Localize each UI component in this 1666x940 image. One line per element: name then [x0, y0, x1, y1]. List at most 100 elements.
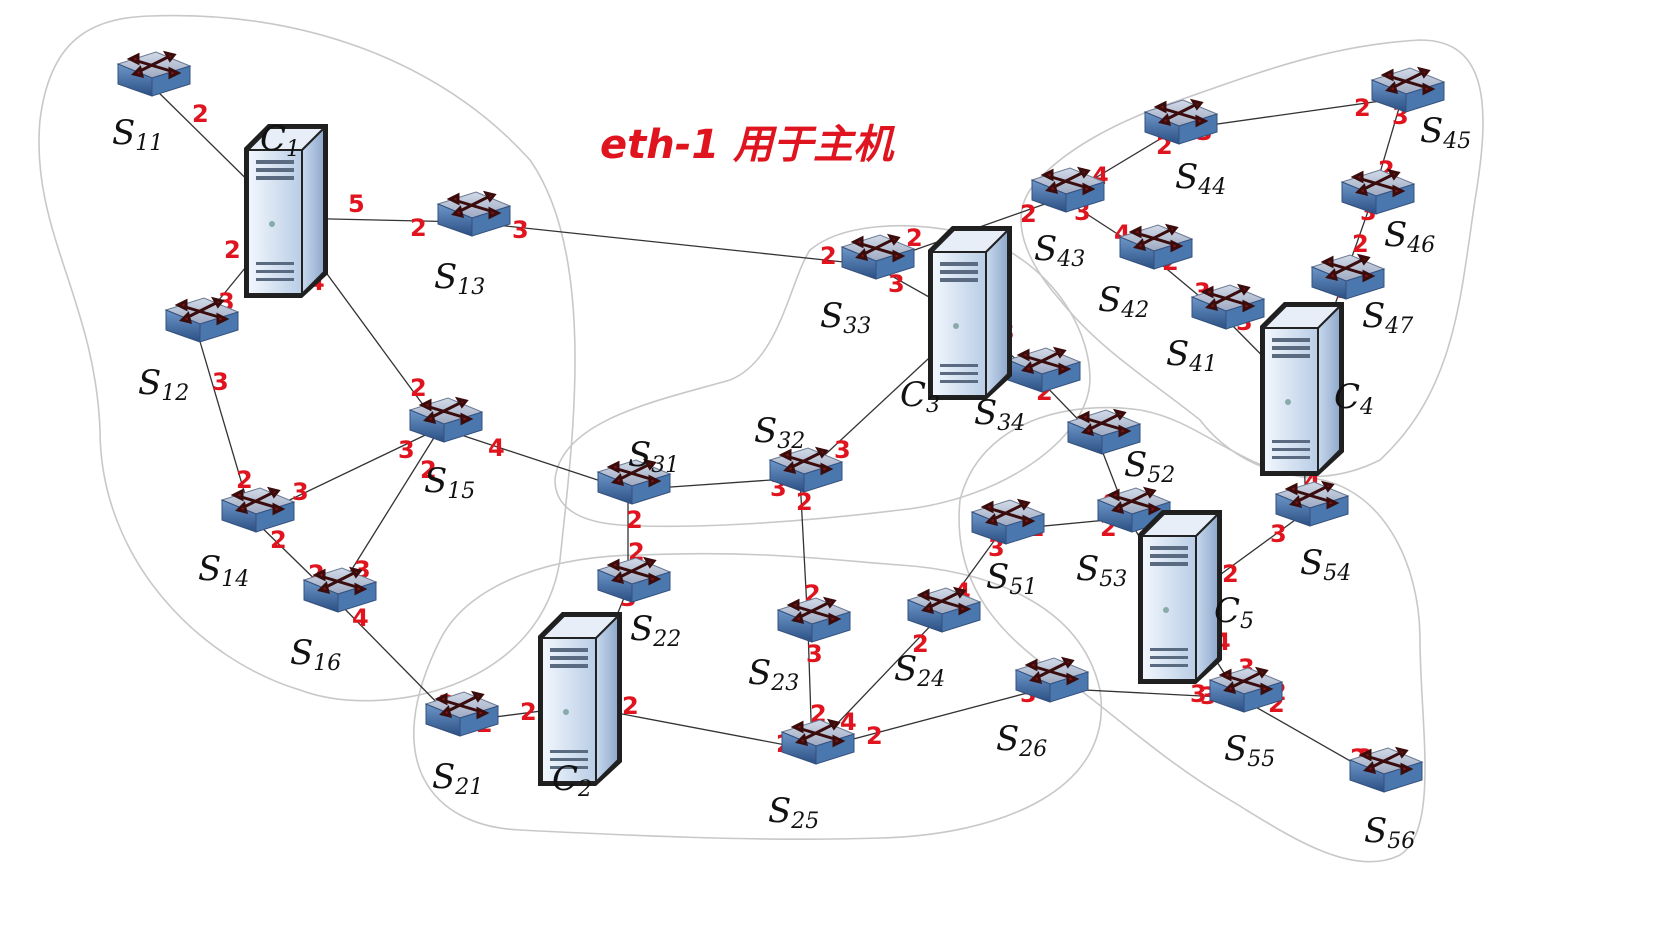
node-label-s16: S16 — [290, 633, 341, 676]
switch-icon — [1370, 66, 1446, 114]
server-icon — [537, 611, 623, 787]
port-number: 4 — [488, 434, 505, 462]
node-label-s24: S24 — [894, 649, 945, 692]
server-icon — [1259, 301, 1345, 477]
node-label-s44: S44 — [1175, 157, 1226, 200]
switch-icon — [116, 50, 192, 98]
controller-c5: C5 — [1137, 509, 1254, 685]
port-number: 4 — [840, 708, 857, 736]
switch-s42: S42 — [1098, 223, 1194, 323]
node-label-s41: S41 — [1166, 334, 1217, 377]
switch-s23: S23 — [748, 596, 852, 696]
port-number: 3 — [398, 436, 415, 464]
node-label-c3: C3 — [900, 375, 940, 418]
node-label-s31: S31 — [628, 435, 679, 478]
port-number: 2 — [192, 100, 209, 128]
port-number: 2 — [866, 722, 883, 750]
switch-s54: S54 — [1274, 480, 1351, 586]
domain-region-5 — [958, 406, 1426, 863]
switch-s11: S11 — [112, 50, 192, 156]
switch-s16: S16 — [290, 566, 378, 676]
annotation-text: eth-1 用于主机 — [600, 122, 895, 168]
node-label-c1: C1 — [260, 119, 300, 162]
controller-c1: C1 — [243, 119, 329, 299]
switch-s44: S44 — [1143, 98, 1226, 200]
node-label-s22: S22 — [630, 609, 681, 652]
port-number: 2 — [820, 242, 837, 270]
switch-icon — [776, 596, 852, 644]
switch-icon — [1006, 346, 1082, 394]
switch-s13: S13 — [434, 190, 512, 300]
port-number: 2 — [796, 488, 813, 516]
switch-s31: S31 — [596, 435, 679, 506]
domain-regions — [38, 14, 1484, 863]
switch-icon — [408, 396, 484, 444]
port-number: 2 — [520, 698, 537, 726]
node-label-s45: S45 — [1420, 111, 1471, 154]
switch-s52: S52 — [1066, 408, 1175, 488]
domain-region-2 — [413, 552, 1103, 840]
node-label-c5: C5 — [1214, 591, 1254, 634]
switch-s21: S21 — [424, 690, 500, 800]
switch-s24: S24 — [894, 586, 982, 692]
controller-c4: C4 — [1259, 301, 1374, 477]
node-label-s34: S34 — [974, 393, 1025, 436]
switch-s41: S41 — [1166, 283, 1266, 377]
link-s13-s33 — [467, 221, 873, 266]
port-number: 2 — [1354, 94, 1371, 122]
node-label-s11: S11 — [112, 113, 163, 156]
port-number: 2 — [420, 456, 437, 484]
node-label-s13: S13 — [434, 257, 485, 300]
port-number: 5 — [348, 190, 365, 218]
port-number: 3 — [292, 478, 309, 506]
node-label-s53: S53 — [1076, 549, 1127, 592]
switch-s12: S12 — [138, 296, 240, 406]
port-number: 3 — [806, 640, 823, 668]
port-number: 3 — [212, 368, 229, 396]
port-number: 3 — [512, 216, 529, 244]
node-label-s42: S42 — [1098, 280, 1149, 323]
switch-s56: S56 — [1348, 746, 1424, 854]
switch-icon — [1310, 253, 1386, 301]
domain-region-3 — [554, 225, 1091, 528]
port-number: 2 — [622, 692, 639, 720]
switch-s55: S55 — [1208, 666, 1284, 772]
port-number: 2 — [270, 526, 287, 554]
node-label-s47: S47 — [1362, 296, 1413, 339]
port-number: 3 — [1190, 680, 1207, 708]
domain-region-1 — [38, 14, 576, 702]
switch-s22: S22 — [596, 556, 681, 652]
node-label-s12: S12 — [138, 363, 189, 406]
node-label-s52: S52 — [1124, 445, 1175, 488]
link-s12-s14 — [195, 327, 253, 519]
switch-icon — [1118, 223, 1194, 271]
link-s15-s31 — [439, 427, 629, 491]
port-number: 2 — [410, 214, 427, 242]
node-label-s32: S32 — [754, 411, 805, 454]
switch-s45: S45 — [1370, 66, 1471, 154]
switch-icon — [1274, 480, 1350, 528]
port-number: 3 — [888, 270, 905, 298]
port-number: 2 — [1352, 230, 1369, 258]
node-label-c4: C4 — [1334, 377, 1374, 420]
domain-region-4 — [1020, 39, 1484, 478]
node-label-s55: S55 — [1224, 729, 1275, 772]
switch-icon — [1190, 283, 1266, 331]
port-number: 2 — [236, 466, 253, 494]
switch-s47: S47 — [1310, 253, 1413, 339]
node-label-s14: S14 — [198, 549, 249, 592]
switch-icon — [1348, 746, 1424, 794]
switch-icon — [436, 190, 512, 238]
node-label-s54: S54 — [1300, 543, 1351, 586]
switch-s25: S25 — [768, 718, 856, 834]
port-number: 2 — [1020, 200, 1037, 228]
controller-c2: C2 — [537, 611, 623, 802]
port-number: 2 — [906, 224, 923, 252]
switch-s53: S53 — [1076, 486, 1172, 592]
node-label-s23: S23 — [748, 653, 799, 696]
controller-c3: C3 — [900, 225, 1013, 418]
switch-s14: S14 — [198, 486, 296, 592]
node-label-s15: S15 — [424, 461, 475, 504]
